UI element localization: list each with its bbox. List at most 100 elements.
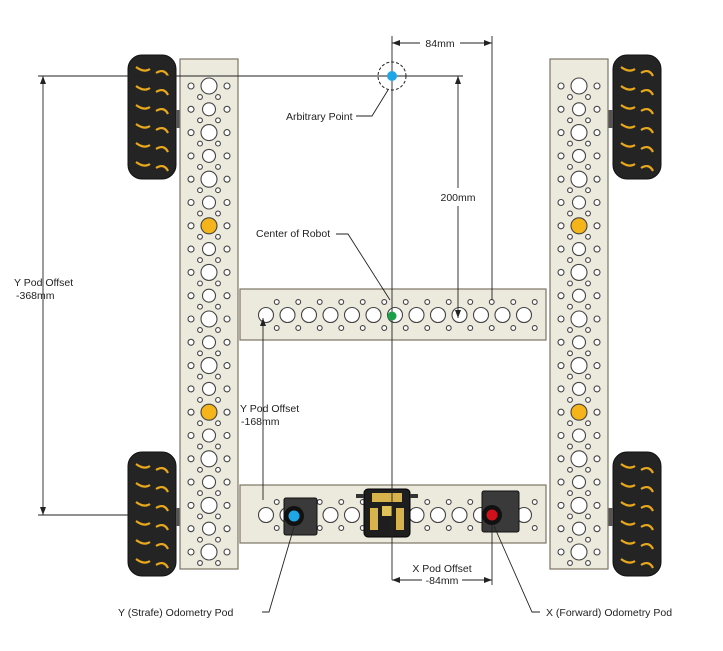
wheel-roller-accent xyxy=(135,501,169,512)
rail-hole-small xyxy=(197,140,203,147)
y-pod-offset-368-title: Y Pod Offset xyxy=(14,277,73,289)
beam-hole-small xyxy=(531,325,538,331)
rail-hole xyxy=(571,102,587,117)
beam-hole xyxy=(408,306,425,324)
rail-hole-small xyxy=(585,327,591,333)
wheel-roller-accent xyxy=(620,539,654,550)
rail-hole-small xyxy=(187,548,195,556)
rail-hole-small xyxy=(223,268,231,276)
rail-hole-small xyxy=(197,536,203,543)
rail-hole-small xyxy=(557,455,565,463)
wheel-roller-accent xyxy=(620,66,654,77)
beam-hole-small xyxy=(273,525,280,531)
rail-hole-small xyxy=(593,315,601,323)
beam-hole-small xyxy=(488,325,495,331)
rail-hole-small xyxy=(593,105,601,113)
rail-hole-small xyxy=(187,175,195,183)
rail-hole-small xyxy=(567,327,573,333)
rail-hole-small xyxy=(593,385,601,393)
rail-hole-small xyxy=(215,210,221,217)
beam-hole-small xyxy=(424,325,431,331)
rail-hole-small xyxy=(557,478,565,486)
beam-hole-small xyxy=(402,299,409,305)
beam-hole-small xyxy=(316,499,323,505)
rail-hole-small xyxy=(197,420,203,427)
rail-hole-small xyxy=(557,222,565,230)
rail-hole xyxy=(200,77,218,95)
beam-hole-small xyxy=(338,499,345,505)
rail-hole-small xyxy=(223,175,231,183)
wheel-roller-accent xyxy=(620,520,654,531)
x-pod-offset-title: X Pod Offset xyxy=(412,563,471,575)
rail-hole-small xyxy=(585,233,591,240)
rail-hole-small xyxy=(593,501,601,509)
rail-hole-small xyxy=(187,198,195,207)
rail-hole-small xyxy=(567,140,573,147)
rail-hole-small xyxy=(223,431,231,440)
wheel-roller-accent xyxy=(135,142,169,153)
rail-hole-small xyxy=(593,338,601,346)
rail-hole-small xyxy=(187,292,195,300)
rail-hole-small xyxy=(187,105,195,113)
wheel-roller-accent xyxy=(135,161,169,172)
rail-hole-small xyxy=(215,233,221,240)
rail-hole-small xyxy=(557,245,565,253)
beam-hole-small xyxy=(316,299,323,305)
beam-hole xyxy=(322,306,339,324)
wheel-roller-accents xyxy=(135,66,654,569)
rail-hole-small xyxy=(215,536,221,543)
rail-hole-small xyxy=(557,338,565,346)
rail-hole-small xyxy=(223,105,231,113)
forward-pod-marker xyxy=(486,509,498,521)
wheel-roller-accent xyxy=(135,520,169,531)
beam-hole-small xyxy=(381,299,388,305)
rail-hole-small xyxy=(557,292,565,300)
beam-hole xyxy=(300,306,318,324)
rail-hole-small xyxy=(197,187,203,194)
beam-hole-small xyxy=(424,525,431,531)
rail-hole-small xyxy=(197,233,203,240)
rail-hole-small xyxy=(223,315,231,323)
rail-hole-small xyxy=(215,187,221,194)
rail-hole-small xyxy=(223,198,231,207)
rail-hole-small xyxy=(215,280,221,287)
rail-hole-small xyxy=(585,443,591,450)
rail-hole-small xyxy=(223,82,231,90)
rail-hole-small xyxy=(585,117,591,124)
y-strafe-odometry-pod-icon xyxy=(283,497,318,536)
rail-hole xyxy=(201,475,217,490)
beam-hole-small xyxy=(445,525,452,531)
y-pod-offset-168-title: Y Pod Offset xyxy=(240,403,299,415)
rail-hole-small xyxy=(197,257,203,264)
beam-hole xyxy=(429,506,447,524)
wheel-roller-accent xyxy=(135,85,169,96)
control-hub-icon xyxy=(356,488,418,538)
rail-hole-small xyxy=(215,560,221,566)
rail-hole-small xyxy=(215,490,221,497)
rail-hole-small xyxy=(557,431,565,440)
rail-hole-small xyxy=(215,396,221,403)
beam-hole xyxy=(257,306,275,324)
beam-hole-small xyxy=(402,325,409,331)
wheel-roller-accent xyxy=(135,539,169,550)
rail-hole-small xyxy=(187,431,195,440)
rail-hole-small xyxy=(567,257,573,264)
rail-hole-small xyxy=(187,501,195,509)
rail-hole-small xyxy=(567,233,573,240)
rail-hole-small xyxy=(215,117,221,124)
rail-hole-small xyxy=(197,210,203,217)
beam-hole-small xyxy=(445,499,452,505)
rail-hole-small xyxy=(223,362,231,370)
beam-hole xyxy=(494,306,511,324)
rail-hole-small xyxy=(215,94,221,100)
rail-hole-small xyxy=(215,327,221,333)
rail-hole-small xyxy=(585,280,591,287)
rail-hole-small xyxy=(215,443,221,450)
rail-hole-small xyxy=(223,292,231,300)
rail-hole xyxy=(571,521,587,536)
wheel-roller-accent xyxy=(135,482,169,493)
rail-hole-small xyxy=(567,350,573,357)
beam-hole-small xyxy=(467,525,474,531)
rail-hole-small xyxy=(187,362,195,370)
rail-hole-small xyxy=(197,94,203,100)
